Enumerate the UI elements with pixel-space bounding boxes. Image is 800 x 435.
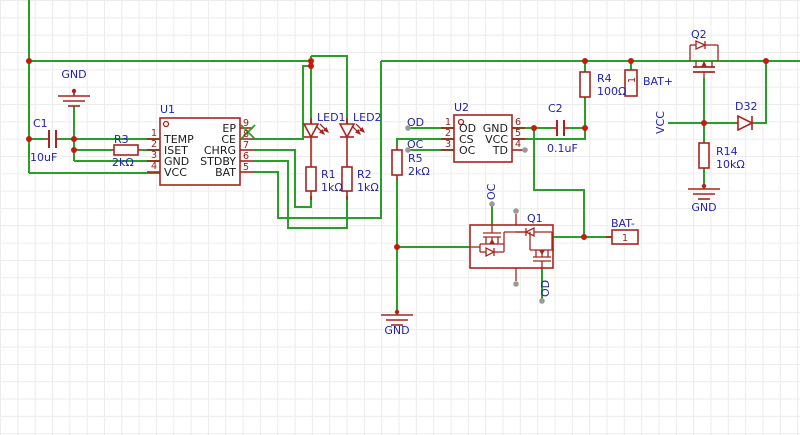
u1-pin-number-9: 9 — [243, 118, 249, 129]
resistor-r5-symbol[interactable] — [391, 146, 403, 180]
resistor-r1-symbol[interactable] — [305, 166, 317, 200]
u2-pin-number-6: 6 — [515, 117, 521, 128]
r4-value-label[interactable]: 100Ω — [597, 85, 626, 98]
u2-pin-number-3: 3 — [445, 139, 451, 150]
bat-plus-pin-label: 1 — [627, 77, 638, 83]
d32-diode-symbol[interactable] — [736, 114, 754, 132]
u1-pin-number-2: 2 — [151, 139, 157, 150]
u1-pin-number-7: 7 — [243, 140, 249, 151]
u1-pin-name-bat: BAT — [215, 166, 236, 179]
u1-pin-name-ep: EP — [222, 122, 236, 135]
u2-pin-name-oc: OC — [459, 144, 476, 157]
u1-pin-name-temp: TEMP — [163, 133, 194, 146]
resistor-r3-symbol[interactable] — [111, 144, 141, 156]
d32-ref-label[interactable]: D32 — [735, 100, 757, 113]
r14-ref-label[interactable]: R14 — [716, 145, 738, 158]
c1-ref-label[interactable]: C1 — [33, 117, 48, 130]
u1-ic-symbol[interactable] — [147, 117, 253, 186]
q2-mosfet-symbol[interactable] — [689, 39, 719, 78]
r1-ref-label[interactable]: R1 — [321, 168, 336, 181]
gnd-flag-label-2[interactable]: GND — [691, 201, 716, 214]
u1-pin-name-gnd: GND — [164, 155, 189, 168]
led2-symbol[interactable] — [338, 118, 365, 167]
schematic-wires[interactable] — [28, 0, 800, 310]
net-label-oc-vertical[interactable]: OC — [485, 183, 498, 200]
r5-ref-label[interactable]: R5 — [408, 152, 423, 165]
u1-pin-name-ce: CE — [221, 133, 236, 146]
u2-pin-name-cs: CS — [459, 133, 474, 146]
r3-value-label[interactable]: 2kΩ — [112, 156, 134, 169]
bat-minus-label[interactable]: BAT- — [611, 217, 635, 230]
u2-pin-number-1: 1 — [445, 117, 451, 128]
junction-dots — [26, 58, 769, 250]
u1-pin-name-vcc: VCC — [164, 166, 187, 179]
u2-pin-name-od: OD — [459, 122, 476, 135]
gnd-symbol-1[interactable] — [58, 88, 90, 107]
u2-pin-number-4: 4 — [515, 139, 521, 150]
gnd-flag-label-1[interactable]: GND — [61, 68, 86, 81]
u1-ref-label[interactable]: U1 — [160, 103, 175, 116]
resistor-r4-symbol[interactable] — [579, 71, 591, 98]
u2-ic-symbol[interactable] — [441, 114, 525, 163]
gnd-symbol-2[interactable] — [688, 183, 720, 200]
q1-ref-label[interactable]: Q1 — [527, 212, 543, 225]
vcc-flag-label[interactable]: VCC — [654, 111, 667, 134]
resistor-r14-symbol[interactable] — [698, 142, 710, 169]
u1-pin-number-3: 3 — [151, 150, 157, 161]
u1-pin-name-stdby: STDBY — [200, 155, 236, 168]
capacitor-c2-symbol[interactable] — [552, 120, 569, 136]
no-connect-x-icon — [240, 124, 256, 140]
r14-value-label[interactable]: 10kΩ — [716, 158, 745, 171]
c1-value-label[interactable]: 10uF — [30, 151, 57, 164]
q1-dual-mosfet-symbol[interactable] — [469, 214, 554, 281]
bat-plus-label[interactable]: BAT+ — [643, 75, 673, 88]
u1-pin-number-5: 5 — [243, 162, 249, 173]
r3-ref-label[interactable]: R3 — [114, 133, 129, 146]
gnd-flag-label-3[interactable]: GND — [384, 324, 409, 337]
r2-value-label[interactable]: 1kΩ — [357, 181, 379, 194]
u2-ref-label[interactable]: U2 — [454, 101, 469, 114]
u1-pin-number-8: 8 — [243, 129, 249, 140]
net-label-od[interactable]: OD — [407, 116, 424, 129]
u2-pin-number-2: 2 — [445, 128, 451, 139]
r4-ref-label[interactable]: R4 — [597, 72, 612, 85]
u1-pin-name-chrg: CHRG — [204, 144, 236, 157]
u2-pin-number-5: 5 — [515, 128, 521, 139]
led2-ref-label[interactable]: LED2 — [353, 111, 382, 124]
net-label-oc[interactable]: OC — [407, 138, 424, 151]
r5-value-label[interactable]: 2kΩ — [408, 165, 430, 178]
u1-pin-number-4: 4 — [151, 161, 157, 172]
u1-pin-number-6: 6 — [243, 151, 249, 162]
c2-value-label[interactable]: 0.1uF — [547, 142, 578, 155]
net-label-od-vertical[interactable]: OD — [539, 280, 552, 297]
u2-pin-name-vcc: VCC — [485, 133, 508, 146]
u1-pin-name-iset: ISET — [164, 144, 188, 157]
u2-pin-name-gnd: GND — [483, 122, 508, 135]
gnd-symbol-3[interactable] — [381, 309, 413, 326]
r1-value-label[interactable]: 1kΩ — [321, 181, 343, 194]
led1-symbol[interactable] — [302, 118, 329, 167]
q2-ref-label[interactable]: Q2 — [691, 28, 707, 41]
capacitor-c1-symbol[interactable] — [45, 130, 60, 148]
u1-pin-number-1: 1 — [151, 128, 157, 139]
led1-ref-label[interactable]: LED1 — [317, 111, 346, 124]
bat-plus-connector[interactable] — [624, 69, 638, 97]
c2-ref-label[interactable]: C2 — [548, 102, 563, 115]
r2-ref-label[interactable]: R2 — [357, 168, 372, 181]
u2-pin-name-td: TD — [492, 144, 508, 157]
bat-minus-connector[interactable] — [606, 229, 639, 245]
bat-minus-pin-label: 1 — [622, 233, 628, 244]
unconnected-pin-dots — [405, 125, 545, 304]
resistor-r2-symbol[interactable] — [341, 166, 353, 200]
